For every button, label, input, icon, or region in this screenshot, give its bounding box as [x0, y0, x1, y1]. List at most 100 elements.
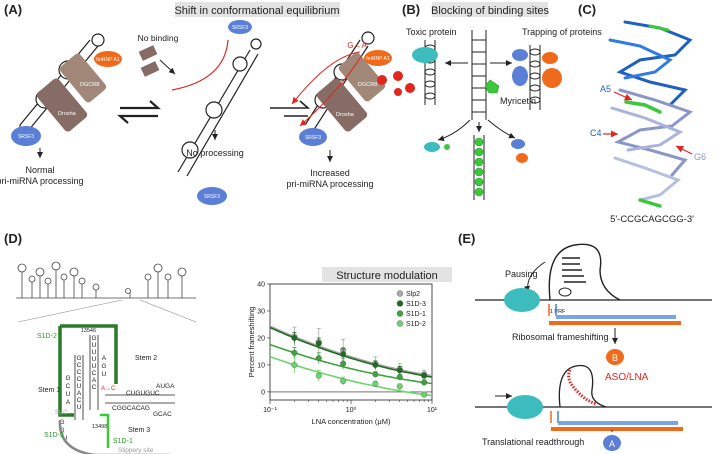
slippery-path — [58, 419, 170, 454]
hnrnpa1-3 — [364, 50, 392, 66]
red-protein-2 — [393, 71, 403, 81]
s1d3-path — [58, 326, 74, 417]
repeat-rna-drug-bound — [473, 135, 485, 200]
s1d2-label: S1D-2 — [37, 333, 57, 340]
caption-none: No processing — [186, 148, 244, 158]
position-top: 13546 — [81, 328, 96, 334]
zoom-line-left — [17, 299, 123, 323]
legend-marker — [396, 320, 404, 327]
protein-b — [606, 349, 624, 365]
myricetin-label: Myricetin — [500, 96, 536, 106]
released-green — [444, 144, 450, 150]
trapped-orange-1 — [542, 52, 558, 64]
chart-title-box — [322, 267, 452, 282]
dgcr8-free — [140, 61, 160, 77]
legend-marker — [396, 290, 404, 297]
unfolded-hairpin — [558, 364, 607, 408]
caption-increased-1: Increased — [310, 168, 350, 178]
blue-orf-bottom — [558, 421, 678, 425]
x-tick-label: 10⁻¹ — [263, 407, 277, 414]
position-bottom: 13498 — [92, 424, 107, 430]
srsf3-1 — [11, 126, 41, 146]
zoom-line-right — [139, 299, 197, 323]
srsf3-label-1: SRSF3 — [18, 134, 34, 140]
frameshifting-label: Ribosomal frameshifting — [512, 332, 609, 342]
svg-text:G: G — [91, 335, 96, 342]
protein-a-label: A — [609, 439, 615, 449]
srsf3-2 — [228, 20, 252, 34]
panel-b-letter: (B) — [402, 2, 420, 17]
slp2-label: Slp2 — [55, 410, 68, 416]
released-orange — [516, 153, 528, 163]
x-axis-label: LNA concentration (μM) — [312, 417, 391, 426]
red-curve-a — [171, 39, 229, 91]
svg-text:U: U — [92, 342, 97, 349]
svg-text:C: C — [77, 369, 82, 376]
rna-duplex-structure — [608, 20, 694, 208]
c4-label: C4 — [590, 128, 602, 138]
seq-right-2: AUGA — [156, 383, 175, 390]
data-point — [421, 379, 428, 386]
svg-text:U: U — [66, 391, 71, 398]
svg-text:U: U — [77, 383, 82, 390]
drosha-label-3: Drosha — [336, 112, 355, 118]
prf-label: -1 PRF — [548, 309, 566, 315]
dgcr8-1 — [59, 53, 107, 103]
data-point — [315, 340, 322, 347]
data-point — [421, 391, 428, 398]
g6-label: G6 — [694, 152, 706, 162]
svg-text:U: U — [92, 363, 97, 370]
panel-c-letter: (C) — [578, 2, 596, 17]
panel-e-letter: (E) — [458, 231, 475, 246]
s1d3-label: S1D-3 — [44, 432, 64, 439]
chart-title: Structure modulation — [336, 270, 438, 282]
panel-c: (C) A5 C4 G6 5'-CCGCAGCGG-3' — [578, 2, 706, 225]
drosha-3 — [316, 78, 368, 132]
y-tick-label: 0 — [261, 389, 265, 396]
dgcr8-label-1: DGCR8 — [80, 82, 99, 88]
svg-text:C: C — [92, 370, 97, 377]
data-point — [315, 355, 322, 362]
red-protein-4 — [394, 88, 402, 96]
panel-d-letter: (D) — [4, 231, 22, 246]
panel-e: (E) Pausing -1 PRF Ribosomal frameshifti… — [458, 231, 712, 451]
y-axis-label: Percent frameshifting — [247, 307, 256, 378]
s1d1-path — [100, 413, 110, 448]
data-point — [340, 378, 347, 385]
released-teal — [424, 142, 440, 152]
red-arrow-a2 — [299, 54, 363, 127]
data-point — [340, 351, 347, 358]
ribosome-bottom — [507, 395, 543, 419]
panel-a-title: Shift in conformational equilibrium — [174, 5, 339, 17]
panel-b-title: Blocking of binding sites — [431, 5, 550, 17]
legend-label: Slp2 — [406, 291, 420, 298]
genome-structure — [16, 261, 196, 299]
svg-text:U: U — [92, 356, 97, 363]
svg-text:A: A — [92, 377, 97, 384]
panel-a: (A) Shift in conformational equilibrium … — [0, 2, 392, 205]
svg-text:A: A — [77, 390, 82, 397]
srsf3-label-3: SRSF3 — [204, 194, 220, 200]
pseudoknot-structure — [74, 335, 175, 420]
drosha-1 — [36, 78, 88, 132]
data-point — [291, 349, 298, 356]
repeat-rna-right — [529, 45, 541, 110]
s1d1-label: S1D-1 — [113, 438, 133, 445]
legend-label: S1D-2 — [406, 321, 426, 328]
y-tick-label: 10 — [257, 362, 265, 369]
pausing-label: Pausing — [505, 269, 538, 279]
trapped-blue-2 — [512, 66, 528, 86]
myricetin-molecule — [484, 79, 500, 94]
sequence-label: 5'-CCGCAGCGG-3' — [610, 214, 694, 225]
panel-b-title-box — [432, 2, 548, 17]
dgcr8-label-3: DGCR8 — [358, 82, 377, 88]
orange-orf-bottom — [551, 427, 683, 431]
svg-text:G: G — [65, 375, 70, 382]
data-point — [396, 374, 403, 381]
g6-arrow — [675, 145, 693, 155]
repeat-rna-center — [471, 30, 487, 120]
data-point — [372, 361, 379, 368]
caption-normal-2: pri-miRNA processing — [0, 176, 84, 186]
